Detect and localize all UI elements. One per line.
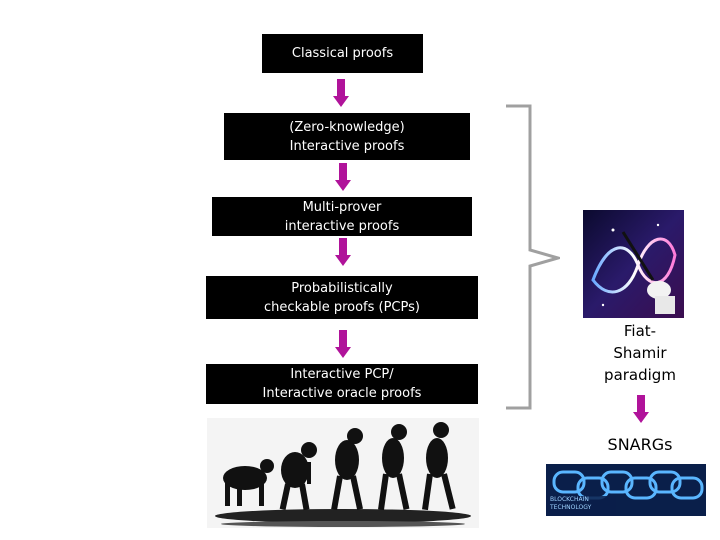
blockchain-illustration: BLOCKCHAIN TECHNOLOGY <box>546 464 706 516</box>
magic-wand-illustration <box>583 210 684 318</box>
down-arrow-icon <box>333 79 349 107</box>
box-pcps: Probabilistically checkable proofs (PCPs… <box>206 276 478 319</box>
down-arrow-icon <box>335 163 351 191</box>
down-arrow-icon <box>335 330 351 358</box>
snargs-label: SNARGs <box>607 435 673 454</box>
box-interactive-oracle-proofs: Interactive PCP/ Interactive oracle proo… <box>206 364 478 404</box>
down-arrow-icon <box>633 395 649 423</box>
box-classical-proofs: Classical proofs <box>262 34 423 73</box>
box-multi-prover-proofs: Multi-prover interactive proofs <box>212 197 472 236</box>
evolution-illustration <box>207 418 479 528</box>
box-interactive-proofs: (Zero-knowledge) Interactive proofs <box>224 113 470 160</box>
blockchain-caption: BLOCKCHAIN TECHNOLOGY <box>550 496 592 511</box>
down-arrow-icon <box>335 238 351 266</box>
fiat-shamir-label: Fiat- Shamir paradigm <box>604 322 676 384</box>
grouping-bracket <box>506 104 560 410</box>
